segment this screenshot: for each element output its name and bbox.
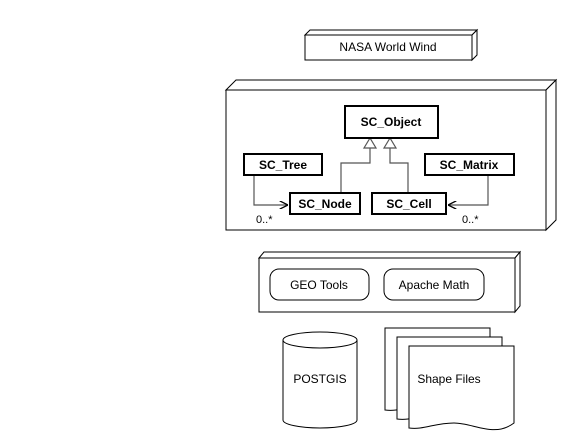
sc-matrix-label: SC_Matrix	[440, 158, 499, 172]
sc-tree-class: SC_Tree	[243, 153, 323, 176]
geo-tools-component: GEO Tools	[269, 268, 370, 301]
sc-object-class: SC_Object	[344, 105, 439, 139]
shape-files-label: Shape Files	[417, 372, 480, 386]
sc-node-label: SC_Node	[298, 197, 352, 211]
postgis-database-node: POSTGIS	[282, 331, 358, 429]
matrix-cell-multiplicity: 0..*	[462, 214, 479, 226]
world-wind-label: NASA World Wind	[339, 40, 436, 54]
tree-node-association	[253, 175, 288, 205]
matrix-cell-association	[448, 175, 489, 205]
sc-object-label: SC_Object	[361, 115, 422, 129]
generalization-arrowhead	[382, 136, 398, 149]
class-relations	[253, 136, 489, 205]
postgis-label: POSTGIS	[293, 372, 346, 386]
sc-matrix-class: SC_Matrix	[424, 153, 515, 176]
generalization-arrowhead	[362, 136, 378, 149]
sc-tree-label: SC_Tree	[259, 158, 307, 172]
shape-files-document-node: Shape Files	[384, 327, 515, 431]
geo-tools-label: GEO Tools	[290, 278, 348, 292]
sc-node-class: SC_Node	[289, 192, 361, 215]
apache-math-component: Apache Math	[383, 268, 485, 301]
sc-cell-class: SC_Cell	[371, 192, 447, 215]
sc-cell-label: SC_Cell	[386, 197, 431, 211]
apache-math-label: Apache Math	[399, 278, 470, 292]
node-generalization-line	[340, 148, 371, 193]
world-wind-node: NASA World Wind	[303, 28, 479, 62]
tree-node-multiplicity: 0..*	[256, 214, 273, 226]
cell-generalization-line	[389, 148, 409, 193]
